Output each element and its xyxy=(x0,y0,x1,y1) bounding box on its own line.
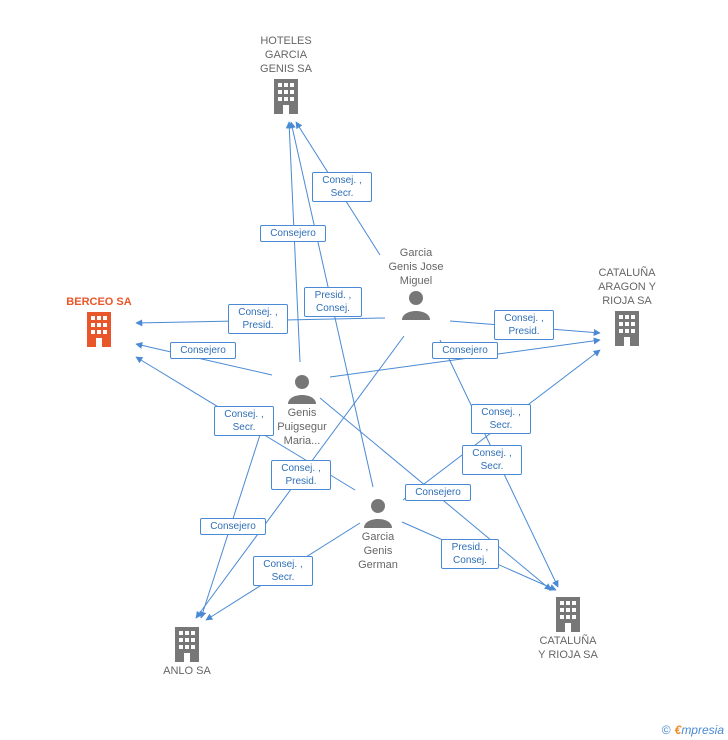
person-label: Garcia Genis Jose Miguel xyxy=(388,247,444,287)
building-icon xyxy=(274,79,298,114)
building-icon xyxy=(556,597,580,632)
company-cataluna-rioja[interactable]: CATALUÑA Y RIOJA SA xyxy=(526,594,610,662)
brand-logo-e: € xyxy=(674,723,682,737)
company-anlo[interactable]: ANLO SA xyxy=(145,624,229,678)
copyright-symbol: © xyxy=(661,723,671,737)
edge-maria-berceo xyxy=(135,341,273,376)
company-label: CATALUÑA Y RIOJA SA xyxy=(538,635,598,661)
building-icon xyxy=(615,311,639,346)
company-cataluna-aragon-rioja[interactable]: CATALUÑA ARAGON Y RIOJA SA xyxy=(585,266,669,348)
relation-label[interactable]: Consej. , Presid. xyxy=(494,310,554,340)
person-garcia-genis-jose-miguel[interactable]: Garcia Genis Jose Miguel xyxy=(376,246,456,322)
person-garcia-genis-german[interactable]: Garcia Genis German xyxy=(338,496,418,572)
person-label: Garcia Genis German xyxy=(358,531,398,571)
relation-label[interactable]: Consejero xyxy=(405,484,471,501)
relation-label[interactable]: Consej. , Presid. xyxy=(228,304,288,334)
building-icon xyxy=(87,312,111,347)
brand-name: mpresia xyxy=(681,723,724,737)
person-icon xyxy=(364,499,392,528)
relation-label[interactable]: Consej. , Secr. xyxy=(462,445,522,475)
relation-label[interactable]: Consejero xyxy=(170,342,236,359)
relation-label[interactable]: Consej. , Secr. xyxy=(253,556,313,586)
company-hoteles-garcia-genis[interactable]: HOTELES GARCIA GENIS SA xyxy=(245,34,327,116)
relation-label[interactable]: Presid. , Consej. xyxy=(304,287,362,317)
company-label: ANLO SA xyxy=(163,665,211,677)
company-label: BERCEO SA xyxy=(66,296,132,308)
brand-footer: ©€mpresia xyxy=(662,723,724,737)
relation-label[interactable]: Consejero xyxy=(432,342,498,359)
relation-label[interactable]: Presid. , Consej. xyxy=(441,539,499,569)
company-label: HOTELES GARCIA GENIS SA xyxy=(260,35,312,75)
relation-label[interactable]: Consej. , Secr. xyxy=(312,172,372,202)
relation-label[interactable]: Consejero xyxy=(200,518,266,535)
person-genis-puigsegur-maria[interactable]: Genis Puigsegur Maria... xyxy=(262,372,342,448)
relation-label[interactable]: Consejero xyxy=(260,225,326,242)
company-label: CATALUÑA ARAGON Y RIOJA SA xyxy=(598,267,656,307)
relation-label[interactable]: Consej. , Secr. xyxy=(214,406,274,436)
person-icon xyxy=(402,291,430,320)
person-icon xyxy=(288,375,316,404)
company-berceo[interactable]: BERCEO SA xyxy=(55,295,143,349)
relation-label[interactable]: Consej. , Secr. xyxy=(471,404,531,434)
edge-maria-hoteles xyxy=(285,121,301,363)
person-label: Genis Puigsegur Maria... xyxy=(277,407,327,447)
edge-maria-anlo xyxy=(199,409,269,619)
building-icon xyxy=(175,627,199,662)
relation-label[interactable]: Consej. , Presid. xyxy=(271,460,331,490)
